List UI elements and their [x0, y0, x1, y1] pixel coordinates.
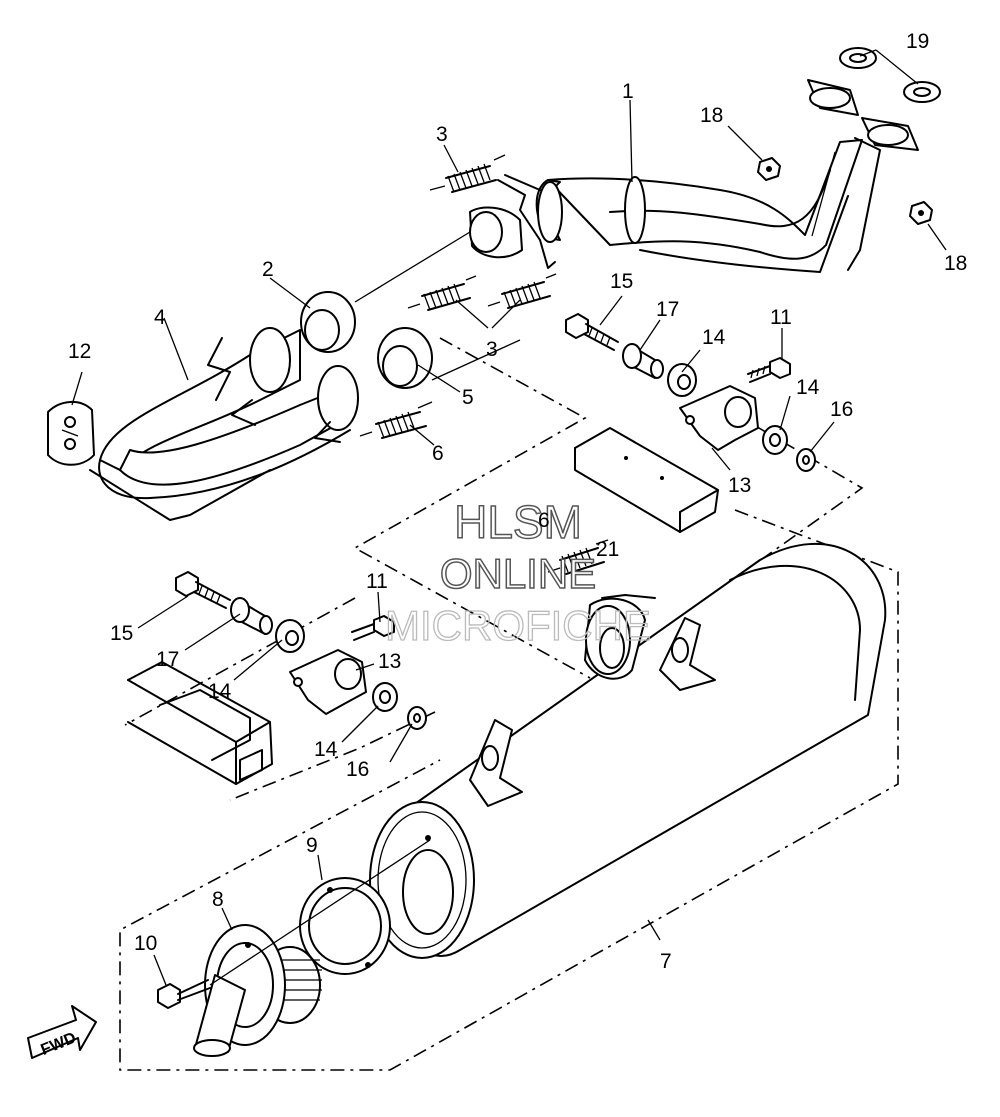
watermark-line1: HLSM [454, 496, 582, 548]
leader-lines [71, 49, 947, 986]
callout-13: 13 [728, 474, 751, 497]
part-4-rear-pipe [89, 327, 359, 521]
callout-7: 7 [660, 950, 672, 973]
callout-13: 13 [378, 650, 401, 673]
callout-17: 17 [156, 648, 179, 671]
upper-bracket-assembly [565, 313, 816, 533]
callout-17: 17 [656, 298, 679, 321]
callout-11: 11 [770, 306, 792, 329]
callout-2: 2 [262, 258, 274, 281]
callout-14: 14 [208, 680, 232, 703]
part-5-gasket [377, 327, 433, 389]
watermark: HLSM ONLINE MICROFICHE [384, 495, 651, 649]
callout-1: 1 [622, 80, 634, 103]
callout-9: 9 [306, 834, 318, 857]
callout-18: 18 [700, 104, 723, 127]
part-12-damper [47, 401, 95, 466]
callout-12: 12 [68, 340, 91, 363]
part-7-muffler [369, 542, 887, 959]
part-3-spring [407, 275, 477, 311]
callout-14: 14 [314, 738, 338, 761]
callout-15: 15 [610, 270, 633, 293]
callout-3: 3 [436, 123, 448, 146]
callout-labels: 1 2 3 3 4 5 6 6 21 7 8 9 10 11 11 12 13 … [68, 30, 967, 973]
part-3-spring [429, 154, 506, 193]
callout-14: 14 [796, 376, 820, 399]
watermark-line2: ONLINE [440, 550, 596, 597]
callout-6: 6 [538, 509, 550, 532]
callout-11: 11 [366, 570, 388, 593]
part-8-tail-cap [193, 924, 322, 1057]
part-9-gasket [299, 877, 391, 975]
part-3-spring [487, 273, 557, 309]
callout-6: 6 [432, 442, 444, 465]
watermark-line3: MICROFICHE [385, 602, 651, 649]
callout-10: 10 [134, 932, 157, 955]
callout-3: 3 [486, 338, 498, 361]
callout-4: 4 [154, 306, 166, 329]
fwd-arrow-icon: FWD [27, 1005, 97, 1059]
callout-8: 8 [212, 888, 224, 911]
callout-16: 16 [346, 758, 369, 781]
part-18-nut [757, 157, 781, 181]
part-2-gasket [300, 291, 356, 353]
callout-16: 16 [830, 398, 853, 421]
callout-5: 5 [462, 386, 474, 409]
part-6-spring [547, 539, 609, 575]
part-10-bolt [157, 979, 211, 1009]
part-18-nut [909, 201, 933, 225]
callout-15: 15 [110, 622, 133, 645]
callout-21: 21 [596, 538, 619, 561]
callout-18: 18 [944, 252, 967, 275]
part-1-exhaust-pipe [469, 47, 941, 273]
callout-19: 19 [906, 30, 929, 53]
part-6-spring [359, 401, 433, 439]
callout-14: 14 [702, 326, 726, 349]
lower-bracket-assembly [127, 571, 427, 785]
